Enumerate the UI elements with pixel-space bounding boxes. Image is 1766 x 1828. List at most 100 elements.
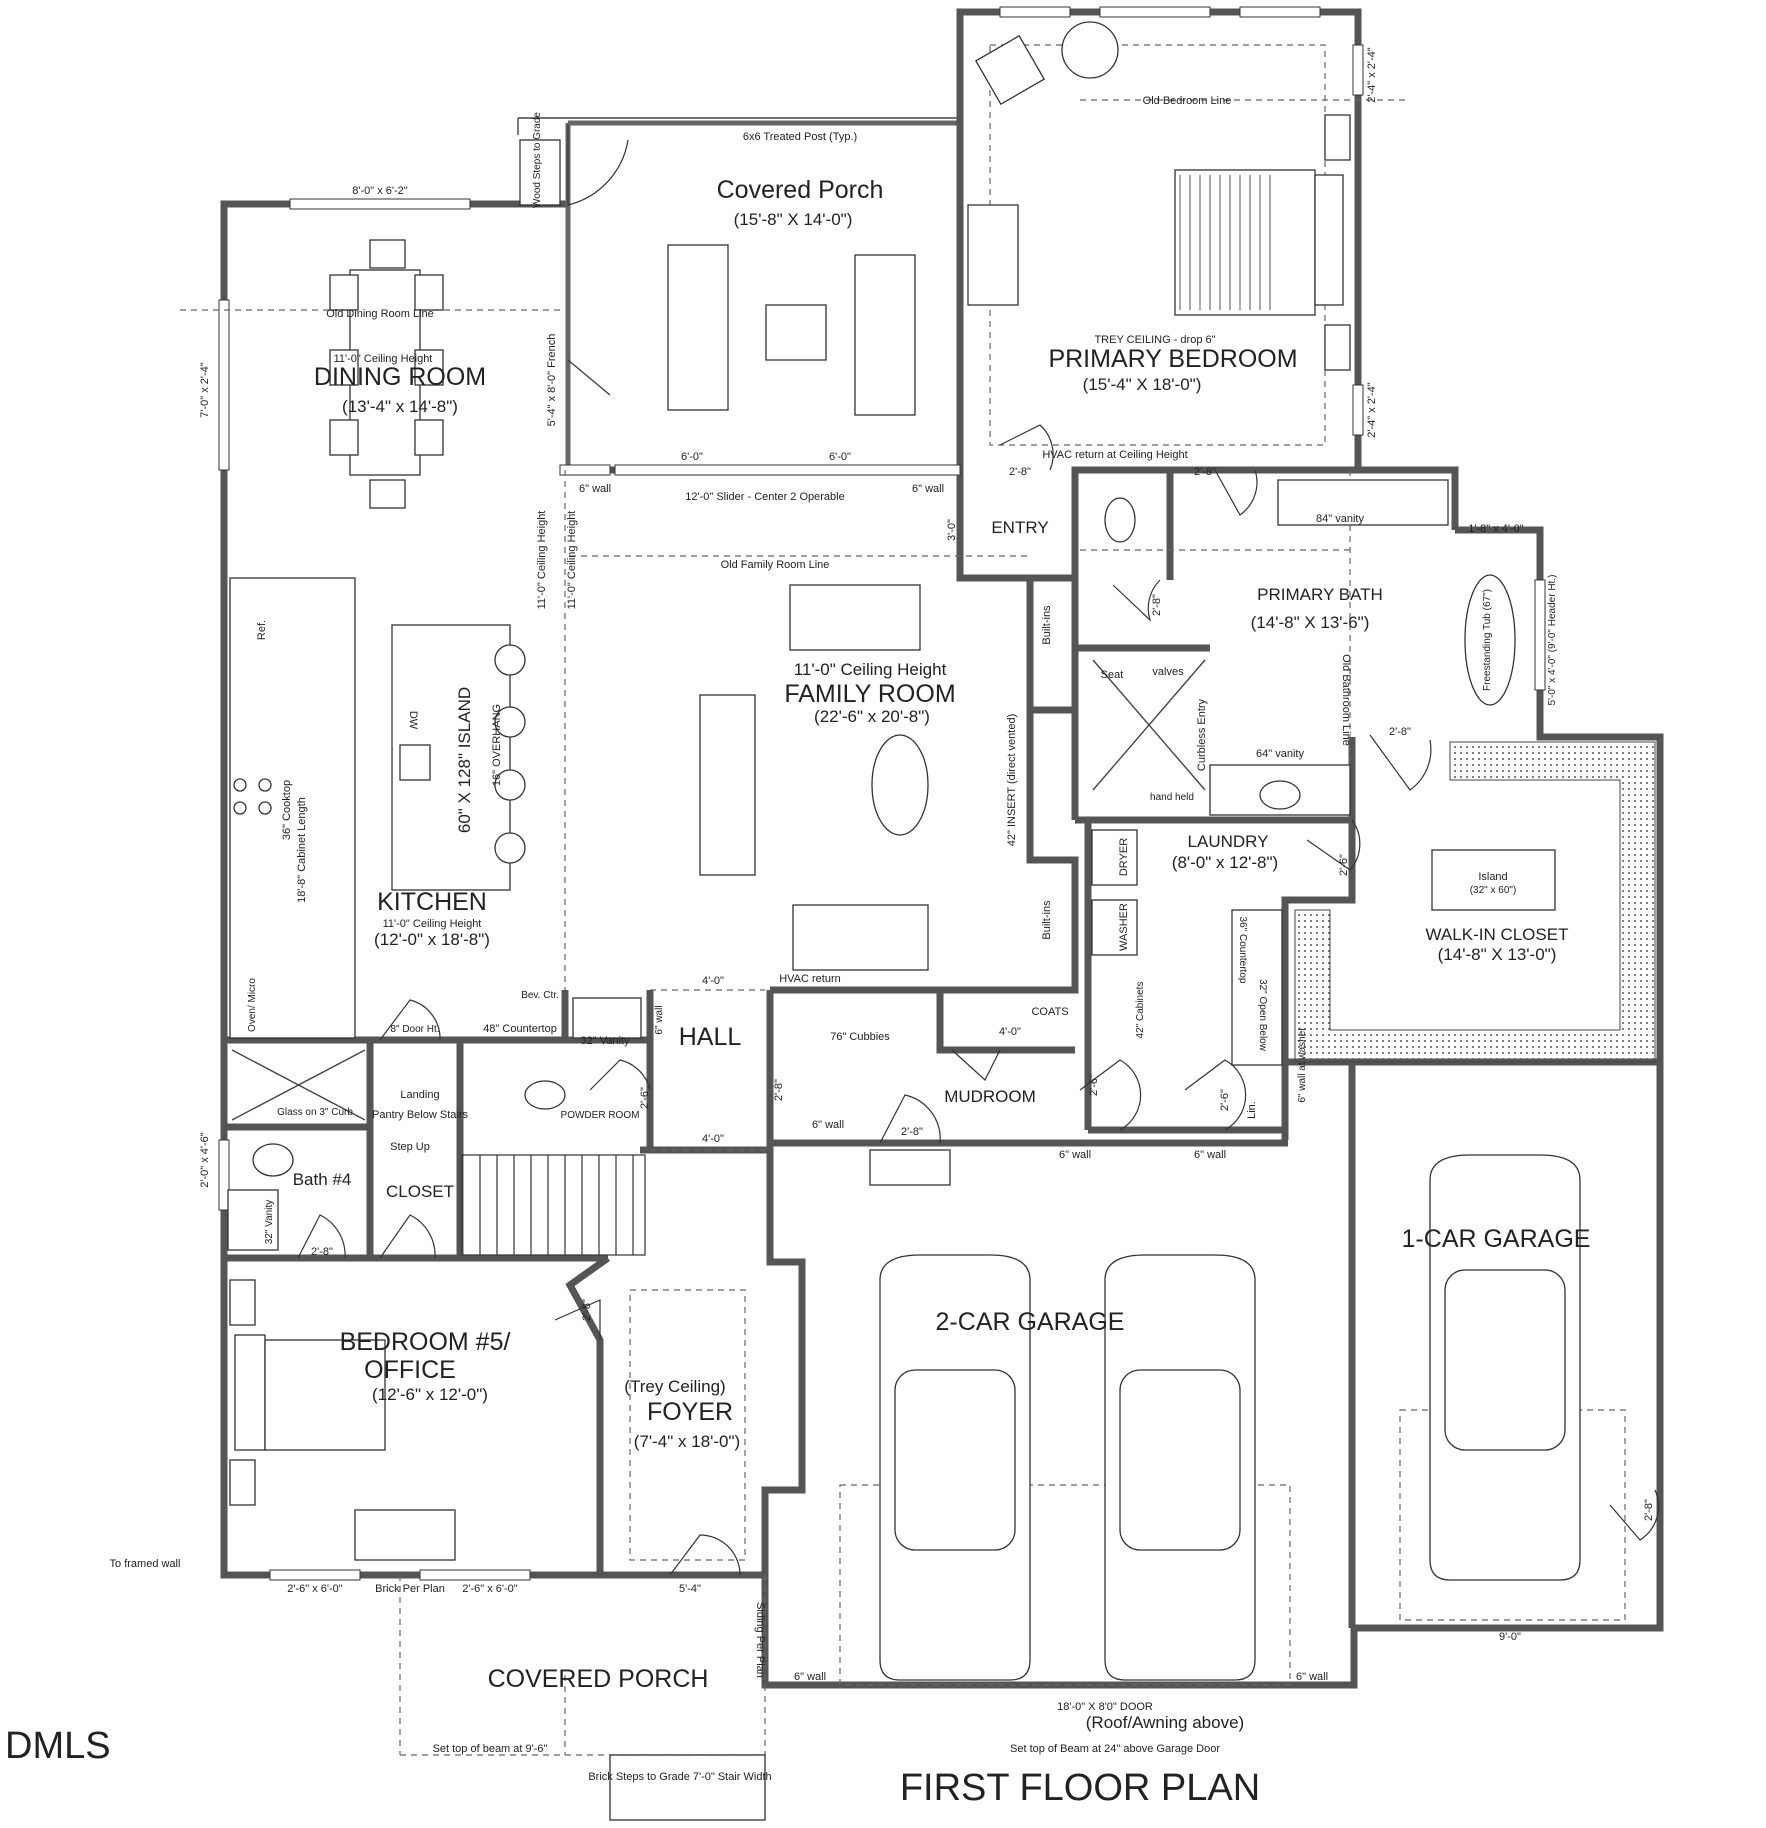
- closet-label: CLOSET: [386, 1182, 454, 1201]
- landing-label: Landing: [400, 1089, 439, 1101]
- dim-2-8-c: 2'-8": [1389, 726, 1411, 738]
- countertop-36: 36" Countertop: [1237, 917, 1248, 984]
- dim-4-0-a: 4'-0": [702, 975, 724, 987]
- dw-label: DW: [407, 711, 419, 730]
- powder-room-label: POWDER ROOM: [561, 1110, 640, 1121]
- window-bath4: 2'-0" x 4'-6": [199, 1132, 211, 1188]
- garage2-label: 2-CAR GARAGE: [936, 1308, 1125, 1336]
- laundry-label: LAUNDRY: [1188, 832, 1269, 851]
- primary-bath-dim: (14'-8" X 13'-6"): [1251, 613, 1370, 632]
- window-bath: 1'-8" x 4'-0": [1468, 523, 1524, 535]
- brick-plan-label: Brick Per Plan: [375, 1583, 445, 1595]
- hall-label: HALL: [679, 1023, 742, 1051]
- dim-6wall-g: 6" wall: [1296, 1671, 1328, 1683]
- brick-steps-label: Brick Steps to Grade 7'-0" Stair Width: [588, 1771, 771, 1783]
- dim-6wall-f: 6" wall: [794, 1671, 826, 1683]
- oven-micro-label: Oven/ Micro: [247, 978, 258, 1032]
- kitchen-ceiling: 11'-0" Ceiling Height: [383, 918, 482, 930]
- cabinet-length: 18'-8" Cabinet Length: [296, 797, 308, 903]
- bath4-fixtures: [227, 997, 642, 1251]
- kitchen-dim: (12'-0" x 18'-8"): [374, 930, 490, 949]
- dim-2-8-b: 2'-8": [1194, 466, 1216, 478]
- bedroom5-label-a: BEDROOM #5/: [340, 1328, 511, 1356]
- first-floor-plan-title: FIRST FLOOR PLAN: [900, 1767, 1260, 1809]
- dim-2-8-d: 2'-8": [1151, 594, 1163, 616]
- dim-3-0: 3'-0": [946, 519, 958, 541]
- kitchen-label: KITCHEN: [377, 888, 487, 916]
- garage1-label: 1-CAR GARAGE: [1402, 1225, 1591, 1253]
- dim-2-6-d: 2'-6": [639, 1087, 651, 1109]
- french-door-label: 5'-4" x 8'-0" French: [546, 334, 558, 427]
- built-ins-a: Built-ins: [1041, 605, 1053, 645]
- dmls-watermark: DMLS: [5, 1725, 111, 1767]
- dim-6wall-a: 6" wall: [579, 483, 611, 495]
- tub-label: Freestanding Tub (67"): [1482, 589, 1493, 691]
- roof-awning-label: (Roof/Awning above): [1086, 1713, 1244, 1732]
- wood-steps-note: Wood Steps to Grade: [532, 112, 543, 208]
- old-bedroom-line-top: Old Bedroom Line: [1143, 95, 1232, 107]
- primary-bedroom-label: PRIMARY BEDROOM: [1048, 345, 1297, 373]
- dim-6-0-b: 6'-0": [829, 451, 851, 463]
- beam-garage-label: Set top of Beam at 24" above Garage Door: [1010, 1743, 1220, 1755]
- primary-bath-label: PRIMARY BATH: [1257, 585, 1383, 604]
- bedroom5-dim: (12'-6" x 12'-0"): [372, 1385, 488, 1404]
- cooktop-label: 36" Cooktop: [281, 780, 293, 840]
- closet-hatch: [1294, 741, 1656, 1063]
- vanity-64: 64" vanity: [1256, 748, 1304, 760]
- cabinets-42: 42" Cabinets: [1135, 982, 1146, 1039]
- dim-2-6-b: 2'-6": [1088, 1074, 1100, 1096]
- island-closet-dim: (32" x 60"): [1470, 885, 1517, 896]
- dining-ceiling: 11'-0" Ceiling Height: [334, 353, 433, 365]
- family-room-label: FAMILY ROOM: [784, 680, 955, 708]
- window-dining-top: 8'-0" x 6'-2": [352, 185, 408, 197]
- island-closet-label: Island: [1478, 871, 1507, 883]
- dim-2-8-f: 2'-8": [311, 1246, 333, 1258]
- laundry-dim: (8'-0" x 12'-8"): [1172, 853, 1278, 872]
- open-below: 32" Open Below: [1257, 979, 1268, 1052]
- family-furniture: [699, 584, 929, 971]
- dim-2-6-a: 2'-6": [1338, 854, 1350, 876]
- bath-fixtures: [1092, 479, 1516, 816]
- coats-label: COATS: [1031, 1006, 1068, 1018]
- trey-ceiling-drop: TREY CEILING - drop 6": [1094, 334, 1215, 346]
- dim-9-0: 9'-0": [1499, 1631, 1521, 1643]
- kitchen-fixtures: [229, 577, 526, 1039]
- dim-8door: 8" Door Ht.: [390, 1024, 439, 1035]
- bath4-label: Bath #4: [293, 1170, 352, 1189]
- dim-5-4: 5'-4": [679, 1583, 701, 1595]
- dim-6wall-d: 6" wall: [1059, 1149, 1091, 1161]
- window-tub: 5'-0" x 4'-0" (9'-0" Header Ht.): [1547, 575, 1558, 706]
- dimension-notes: 7'-0" x 2'-4" 8'-0" x 6'-2" 2'-4" x 2'-4…: [199, 47, 1655, 1683]
- dim-2-8-a: 2'-8": [1009, 466, 1031, 478]
- old-bath-line: Old Bathroom Line: [1340, 654, 1352, 746]
- island-label: 60" X 128" ISLAND: [455, 687, 474, 833]
- pantry-label: Pantry Below Stairs: [372, 1109, 468, 1121]
- dim-6wall-e: 6" wall: [1194, 1149, 1226, 1161]
- covered-porch-top-dim: (15'-8" X 14'-0"): [734, 210, 853, 229]
- glass-curb: Glass on 3" Curb: [277, 1107, 353, 1118]
- laundry-fixtures: [1091, 829, 1283, 1066]
- dim-4-0-b: 4'-0": [702, 1133, 724, 1145]
- dim-2-8-g: 2'-8": [581, 1299, 593, 1321]
- windows: [218, 6, 1546, 1581]
- door-swings: [297, 125, 1660, 1576]
- slider-note: 12'-0" Slider - Center 2 Operable: [685, 491, 844, 503]
- stairs: [461, 1154, 646, 1256]
- dim-4-0-c: 4'-0": [999, 1026, 1021, 1038]
- old-family-line: Old Family Room Line: [721, 559, 830, 571]
- porch-furniture: [667, 244, 916, 416]
- vanity-32-b4: 32" Vanity: [264, 1200, 275, 1245]
- dashed-lines: [180, 44, 1626, 1756]
- steps: [519, 139, 951, 1821]
- insert-label: 42" INSERT (direct vented): [1006, 714, 1018, 847]
- bed5-furniture: [229, 1279, 456, 1561]
- hvac-return: HVAC return: [779, 973, 841, 985]
- window-bed5-a: 2'-6" x 6'-0": [287, 1583, 343, 1595]
- lin-label: Lin.: [1246, 1101, 1258, 1119]
- vanity-32-pr: 32" Vanity: [581, 1035, 630, 1047]
- room-labels: Covered Porch (15'-8" X 14'-0") 6x6 Trea…: [5, 95, 1590, 1809]
- dining-table: [329, 239, 444, 509]
- primary-bed: [967, 21, 1351, 371]
- family-room-dim: (22'-6" x 20'-8"): [814, 707, 930, 726]
